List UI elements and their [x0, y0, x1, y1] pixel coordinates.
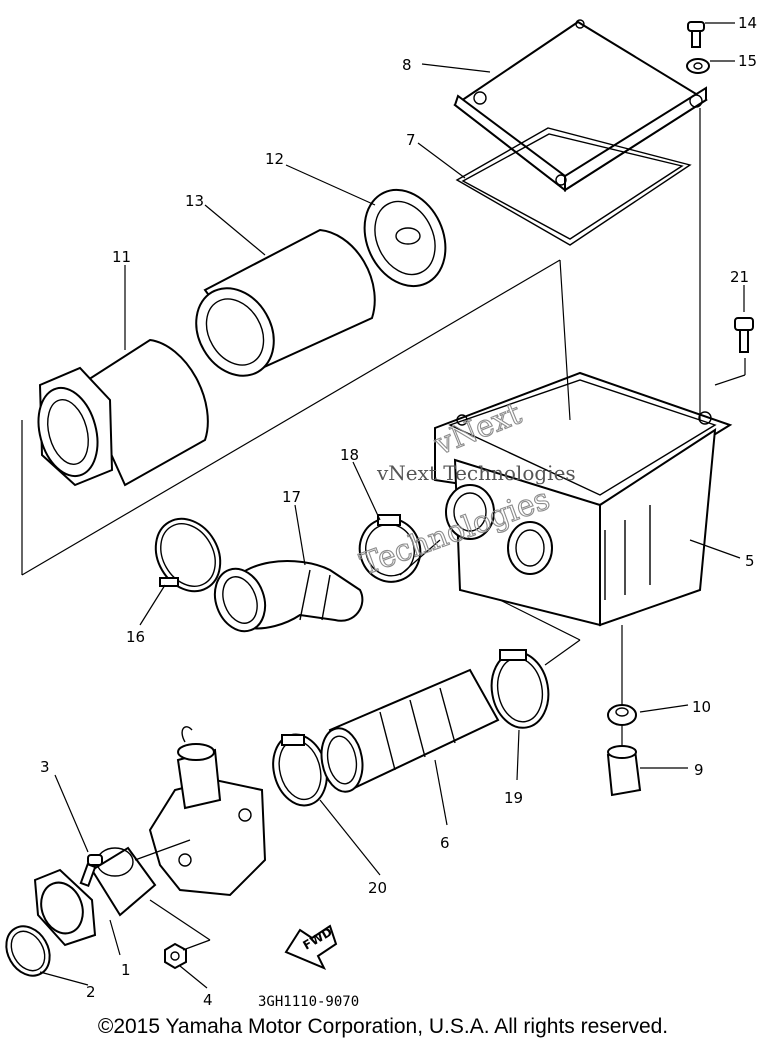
callout-21[interactable]: 21	[730, 268, 749, 286]
callout-16[interactable]: 16	[126, 628, 145, 646]
callout-7[interactable]: 7	[406, 131, 416, 149]
drain-plug-10-part[interactable]	[607, 704, 637, 726]
filter-element-part[interactable]	[29, 338, 209, 487]
callout-3[interactable]: 3	[40, 758, 50, 776]
callout-1[interactable]: 1	[121, 961, 131, 979]
watermark-mid: vNext Technologies	[376, 461, 576, 485]
o-ring-part[interactable]	[0, 918, 58, 983]
callout-10[interactable]: 10	[692, 698, 711, 716]
callout-15[interactable]: 15	[738, 52, 757, 70]
bolt-21-part[interactable]	[734, 317, 754, 353]
element-cover-part[interactable]	[181, 228, 376, 390]
carburetor-joint-part[interactable]	[317, 668, 500, 795]
airbox-lid-part[interactable]	[453, 19, 708, 193]
screw-3-part[interactable]	[79, 854, 103, 888]
callout-5[interactable]: 5	[745, 552, 755, 570]
clamp-16-part[interactable]	[143, 507, 233, 603]
washer-15-part[interactable]	[686, 58, 710, 74]
callout-8[interactable]: 8	[402, 56, 412, 74]
callout-numbers: 8 7 12 13 11 14 15 21 5 18 17 16 10 9 19…	[40, 14, 757, 1009]
air-filter-case-part[interactable]	[434, 371, 733, 627]
callout-20[interactable]: 20	[368, 879, 387, 897]
assembly-guide-lines	[21, 108, 746, 951]
callout-18[interactable]: 18	[340, 446, 359, 464]
callout-13[interactable]: 13	[185, 192, 204, 210]
drawing-code: 3GH1110-9070	[258, 994, 359, 1010]
callout-12[interactable]: 12	[265, 150, 284, 168]
callout-6[interactable]: 6	[440, 834, 450, 852]
air-filter-joint-part[interactable]	[207, 560, 364, 638]
callout-4[interactable]: 4	[203, 991, 213, 1009]
nut-4-part[interactable]	[164, 942, 187, 970]
clamp-19-part[interactable]	[486, 648, 554, 733]
callout-17[interactable]: 17	[282, 488, 301, 506]
copyright-notice: ©2015 Yamaha Motor Corporation, U.S.A. A…	[97, 1015, 669, 1038]
clamp-20-part[interactable]	[266, 728, 335, 811]
exploded-parts-diagram: FWD vNext vNext Technologies Technologie…	[0, 14, 757, 1010]
lid-gasket-part[interactable]	[455, 127, 692, 246]
callout-2[interactable]: 2	[86, 983, 96, 1001]
callout-11[interactable]: 11	[112, 248, 131, 266]
clamp-18-part[interactable]	[351, 510, 429, 591]
element-cap-part[interactable]	[349, 177, 460, 300]
bolt-14-part[interactable]	[687, 21, 705, 48]
callout-19[interactable]: 19	[504, 789, 523, 807]
carburetor-part[interactable]	[148, 726, 267, 897]
drain-pipe-9-part[interactable]	[606, 745, 642, 797]
callout-9[interactable]: 9	[694, 761, 704, 779]
callout-14[interactable]: 14	[738, 14, 757, 32]
callout-leaders	[39, 22, 745, 989]
fwd-arrow-icon: FWD	[284, 924, 338, 970]
